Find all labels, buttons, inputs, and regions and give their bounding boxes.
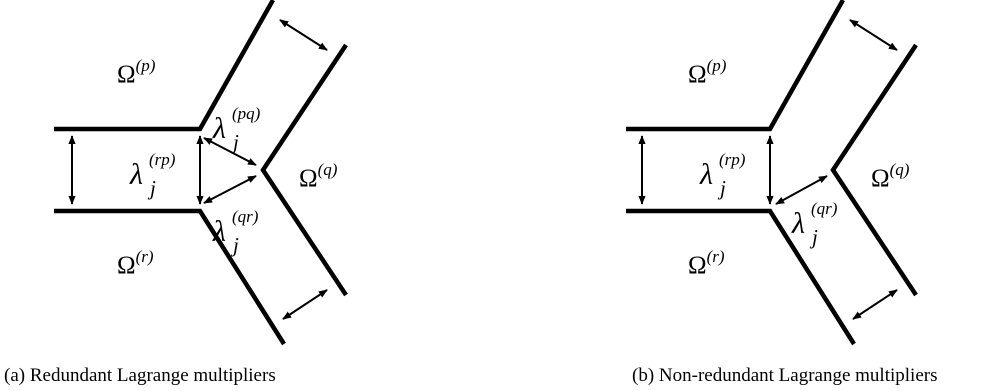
omega-q-superscript: (q) — [890, 160, 910, 179]
arrow-qr — [203, 175, 257, 204]
arrow-bottom-qr — [852, 289, 898, 320]
omega-r-symbol: Ω — [688, 252, 707, 279]
omega-q-superscript: (q) — [318, 160, 338, 179]
omega-p-symbol: Ω — [688, 61, 707, 88]
edge-p-boundary — [626, 0, 845, 132]
lambda-rp-subscript: j — [147, 176, 156, 200]
edge-p-boundary — [54, 0, 275, 132]
lambda-rp-subscript: j — [717, 176, 726, 200]
caption-a: (a) Redundant Lagrange multipliers — [4, 365, 276, 386]
omega-p-label: Ω(p) — [688, 56, 727, 88]
omega-r-superscript: (r) — [136, 247, 154, 266]
edge-q-boundary — [830, 43, 918, 297]
omega-q-symbol: Ω — [299, 165, 318, 192]
lambda-pq-subscript: j — [230, 130, 239, 154]
omega-p-superscript: (p) — [136, 56, 156, 75]
lambda-qr-superscript: (qr) — [232, 207, 259, 226]
omega-r-symbol: Ω — [117, 252, 136, 279]
omega-r-superscript: (r) — [707, 247, 725, 266]
omega-q-label: Ω(q) — [299, 160, 338, 192]
omega-r-label: Ω(r) — [117, 247, 154, 279]
omega-p-symbol: Ω — [117, 61, 136, 88]
lambda-rp-superscript: (rp) — [149, 150, 176, 169]
lambda-rp-symbol: λ — [129, 158, 143, 191]
lambda-qr-superscript: (qr) — [811, 199, 838, 218]
lambda-qr-subscript: j — [230, 233, 239, 257]
lambda-pq-superscript: (pq) — [232, 104, 261, 123]
lambda-rp-label: λ (rp) j — [699, 150, 746, 200]
lambda-rp-label: λ (rp) j — [129, 150, 176, 200]
arrow-top-pq — [849, 19, 898, 51]
lambda-rp-symbol: λ — [699, 158, 713, 191]
edge-q-boundary — [260, 43, 348, 297]
lambda-pq-label: λ (pq) j — [212, 104, 261, 154]
lambda-qr-label: λ (qr) j — [212, 207, 259, 257]
panel-a: Ω(p) Ω(q) Ω(r) λ (pq) j λ (rp) j λ (qr) … — [4, 0, 348, 386]
edge-r-boundary — [626, 208, 856, 346]
caption-b: (b) Non-redundant Lagrange multipliers — [632, 365, 937, 386]
omega-p-label: Ω(p) — [117, 56, 156, 88]
lambda-rp-superscript: (rp) — [719, 150, 746, 169]
arrow-bottom-qr — [282, 289, 328, 320]
edge-r-boundary — [54, 208, 286, 346]
lambda-pq-symbol: λ — [212, 112, 226, 145]
panel-b: Ω(p) Ω(q) Ω(r) λ (rp) j λ (qr) j (b) Non… — [626, 0, 937, 386]
lambda-qr-symbol: λ — [791, 207, 805, 240]
arrow-pq — [203, 137, 257, 166]
arrow-qr — [775, 175, 828, 205]
omega-q-symbol: Ω — [871, 165, 890, 192]
omega-q-label: Ω(q) — [871, 160, 910, 192]
omega-p-superscript: (p) — [707, 56, 727, 75]
arrow-top-pq — [279, 19, 328, 51]
lambda-qr-label: λ (qr) j — [791, 199, 838, 249]
omega-r-label: Ω(r) — [688, 247, 725, 279]
lambda-qr-subscript: j — [809, 225, 818, 249]
lambda-qr-symbol: λ — [212, 215, 226, 248]
